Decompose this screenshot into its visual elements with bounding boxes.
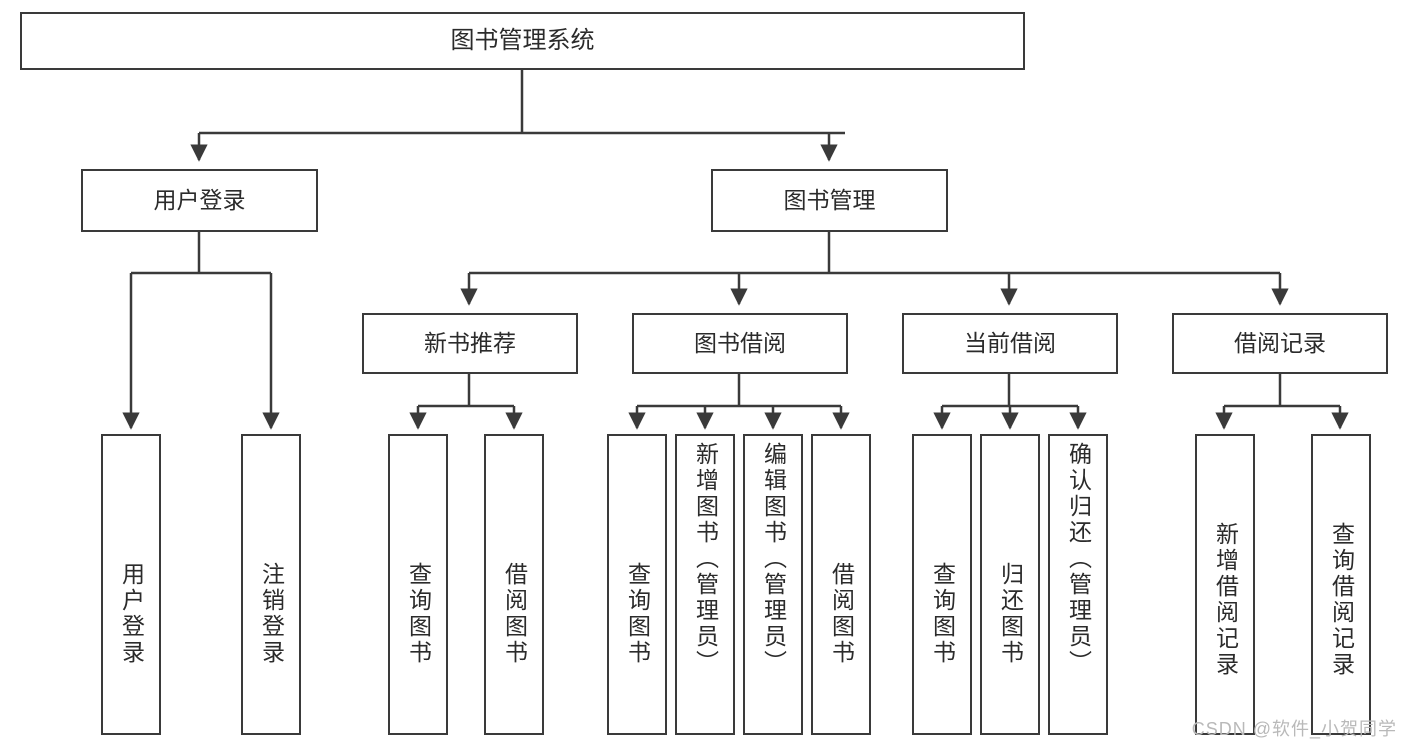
leaf-edit-book-admin[interactable]: 编辑图书（管理员） xyxy=(743,434,803,735)
node-book-borrow[interactable]: 图书借阅 xyxy=(632,313,848,374)
node-label: 新增借阅记录 xyxy=(1212,522,1239,678)
node-label: 图书借阅 xyxy=(694,330,786,356)
node-label: 注销登录 xyxy=(258,562,285,666)
node-label: 借阅图书 xyxy=(828,562,855,666)
leaf-logout[interactable]: 注销登录 xyxy=(241,434,301,735)
node-root-system[interactable]: 图书管理系统 xyxy=(20,12,1025,70)
leaf-user-login[interactable]: 用户登录 xyxy=(101,434,161,735)
node-label: 查询图书 xyxy=(624,562,651,666)
node-user-login[interactable]: 用户登录 xyxy=(81,169,318,232)
leaf-add-book-admin[interactable]: 新增图书（管理员） xyxy=(675,434,735,735)
leaf-query-book-borrow[interactable]: 查询图书 xyxy=(607,434,667,735)
leaf-add-borrow-record[interactable]: 新增借阅记录 xyxy=(1195,434,1255,735)
node-label: 查询图书 xyxy=(929,562,956,666)
node-label: 当前借阅 xyxy=(964,330,1056,356)
node-label: 编辑图书（管理员） xyxy=(760,442,787,676)
node-label: 借阅记录 xyxy=(1234,330,1326,356)
node-label: 新书推荐 xyxy=(424,330,516,356)
watermark: CSDN @软件_小贺同学 xyxy=(1191,719,1397,739)
leaf-borrow-book-recommend[interactable]: 借阅图书 xyxy=(484,434,544,735)
node-label: 查询借阅记录 xyxy=(1328,522,1355,678)
node-label: 图书管理系统 xyxy=(450,27,595,54)
leaf-query-book-recommend[interactable]: 查询图书 xyxy=(388,434,448,735)
node-label: 用户登录 xyxy=(153,187,246,213)
node-label: 新增图书（管理员） xyxy=(692,442,719,676)
node-label: 用户登录 xyxy=(118,562,145,666)
node-new-book-recommend[interactable]: 新书推荐 xyxy=(362,313,578,374)
node-label: 借阅图书 xyxy=(501,562,528,666)
leaf-query-borrow-record[interactable]: 查询借阅记录 xyxy=(1311,434,1371,735)
node-label: 确认归还（管理员） xyxy=(1065,442,1092,676)
node-book-management[interactable]: 图书管理 xyxy=(711,169,948,232)
leaf-query-book-current[interactable]: 查询图书 xyxy=(912,434,972,735)
leaf-borrow-book[interactable]: 借阅图书 xyxy=(811,434,871,735)
node-borrow-record[interactable]: 借阅记录 xyxy=(1172,313,1388,374)
leaf-return-book[interactable]: 归还图书 xyxy=(980,434,1040,735)
node-current-borrow[interactable]: 当前借阅 xyxy=(902,313,1118,374)
node-label: 图书管理 xyxy=(783,187,876,213)
node-label: 查询图书 xyxy=(405,562,432,666)
leaf-confirm-return-admin[interactable]: 确认归还（管理员） xyxy=(1048,434,1108,735)
node-label: 归还图书 xyxy=(997,562,1024,666)
